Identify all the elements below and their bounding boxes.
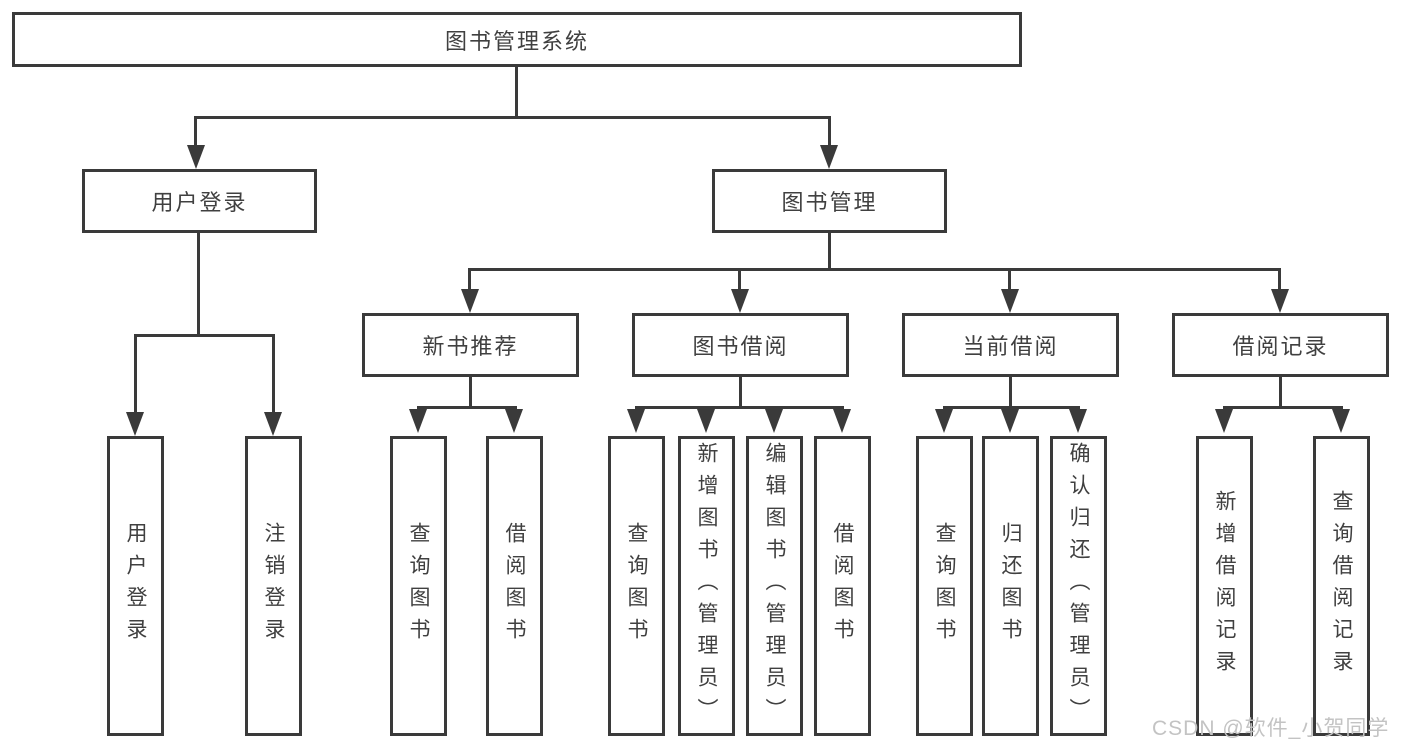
leaf-query-book-2: 查询图书 [608,436,665,736]
leaf-label: 查询借阅记录 [1330,490,1353,682]
node-book-borrow: 图书借阅 [632,313,849,377]
leaf-query-borrow-record: 查询借阅记录 [1313,436,1370,736]
leaf-label: 新增图书（管理员） [695,442,718,730]
leaf-label: 借阅图书 [503,522,526,650]
arrow-down-icon [833,409,851,433]
connector-line [417,406,517,409]
leaf-user-login: 用户登录 [107,436,164,736]
arrow-down-icon [1332,409,1350,433]
leaf-label: 借阅图书 [831,522,854,650]
connector-line [828,233,831,271]
connector-line [468,268,471,292]
connector-line [1008,268,1011,292]
node-label: 当前借阅 [962,334,1059,359]
leaf-add-borrow-record: 新增借阅记录 [1196,436,1253,736]
arrow-down-icon [264,412,282,436]
arrow-down-icon [731,289,749,313]
connector-line [943,406,1080,409]
arrow-down-icon [1271,289,1289,313]
leaf-add-book-admin: 新增图书（管理员） [678,436,735,736]
connector-line [515,65,518,119]
leaf-return-book: 归还图书 [982,436,1039,736]
node-label: 图书管理 [781,190,878,215]
leaf-label: 归还图书 [999,522,1022,650]
leaf-label: 编辑图书（管理员） [763,442,786,730]
connector-line [194,116,831,119]
connector-line [828,116,831,147]
node-borrow-record: 借阅记录 [1172,313,1389,377]
leaf-label: 新增借阅记录 [1213,490,1236,682]
arrow-down-icon [461,289,479,313]
leaf-edit-book-admin: 编辑图书（管理员） [746,436,803,736]
node-user-login: 用户登录 [82,169,317,233]
node-label: 用户登录 [151,190,248,215]
node-label: 新书推荐 [422,334,519,359]
arrow-down-icon [627,409,645,433]
node-label: 图书借阅 [692,334,789,359]
arrow-down-icon [935,409,953,433]
leaf-query-book-1: 查询图书 [390,436,447,736]
arrow-down-icon [126,412,144,436]
connector-line [134,334,275,337]
node-current-borrow: 当前借阅 [902,313,1119,377]
leaf-borrow-book-2: 借阅图书 [814,436,871,736]
connector-line [1278,268,1281,292]
leaf-logout: 注销登录 [245,436,302,736]
arrow-down-icon [697,409,715,433]
leaf-label: 确认归还（管理员） [1067,442,1090,730]
connector-line [1279,377,1282,408]
arrow-down-icon [187,145,205,169]
leaf-label: 查询图书 [625,522,648,650]
node-new-book-recommend: 新书推荐 [362,313,579,377]
connector-line [194,116,197,147]
leaf-label: 查询图书 [933,522,956,650]
connector-line [1223,406,1343,409]
arrow-down-icon [820,145,838,169]
connector-line [738,268,741,292]
arrow-down-icon [505,409,523,433]
connector-line [272,334,275,414]
arrow-down-icon [1069,409,1087,433]
connector-line [1009,377,1012,408]
connector-line [469,377,472,408]
arrow-down-icon [1215,409,1233,433]
node-library-management-system: 图书管理系统 [12,12,1022,67]
node-book-management: 图书管理 [712,169,947,233]
connector-line [739,377,742,408]
leaf-query-book-3: 查询图书 [916,436,973,736]
leaf-label: 注销登录 [262,522,285,650]
arrow-down-icon [765,409,783,433]
leaf-borrow-book-1: 借阅图书 [486,436,543,736]
leaf-confirm-return-admin: 确认归还（管理员） [1050,436,1107,736]
arrow-down-icon [1001,409,1019,433]
connector-line [197,233,200,336]
connector-line [134,334,137,414]
node-label: 借阅记录 [1232,334,1329,359]
connector-line [635,406,844,409]
leaf-label: 用户登录 [124,522,147,650]
connector-line [468,268,1281,271]
leaf-label: 查询图书 [407,522,430,650]
watermark: CSDN @软件_小贺同学 [1152,717,1390,740]
node-label: 图书管理系统 [444,28,589,54]
arrow-down-icon [1001,289,1019,313]
arrow-down-icon [409,409,427,433]
